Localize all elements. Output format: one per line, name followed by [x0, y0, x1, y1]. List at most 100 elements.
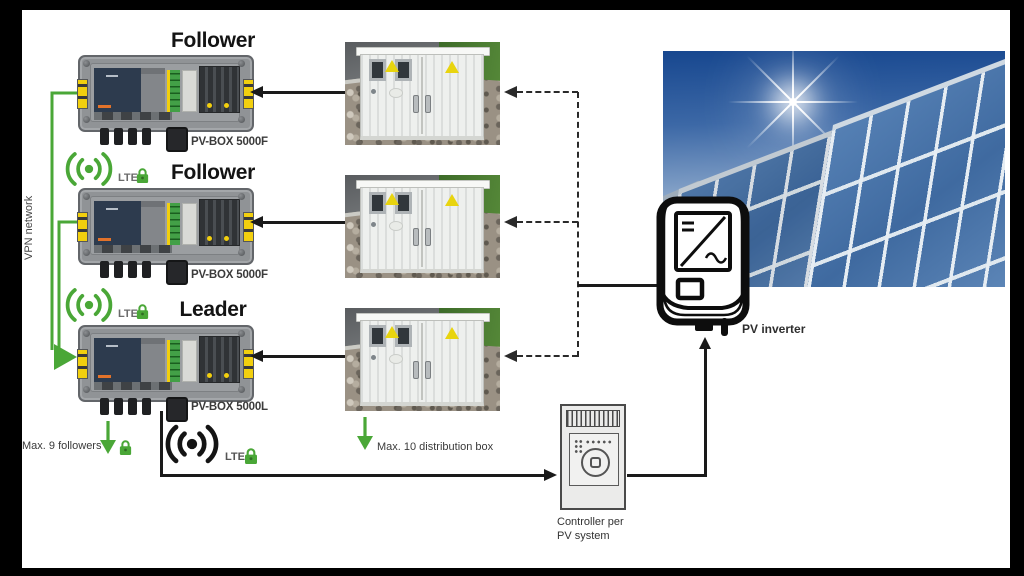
leader-to-controller-wire — [160, 474, 545, 477]
lte-label-1: LTE — [118, 172, 138, 184]
corner-screw — [238, 386, 245, 393]
door-handle — [413, 228, 419, 246]
cable-gland — [128, 128, 137, 145]
distribution-box-photo-2 — [345, 175, 500, 278]
distribution-cabinet — [356, 313, 490, 407]
door-handle — [425, 95, 431, 113]
led-row — [585, 440, 612, 444]
distribution-cabinet — [356, 180, 490, 274]
cable-gland — [100, 398, 109, 415]
lte-signal-icon — [65, 288, 113, 322]
model-label-1: PV-BOX 5000F — [191, 136, 268, 148]
side-connector-left — [77, 349, 88, 379]
led-grid — [574, 439, 583, 454]
side-connector-left — [77, 212, 88, 242]
corner-screw — [238, 193, 245, 200]
port-row — [94, 382, 172, 390]
distribution-cabinet — [356, 47, 490, 141]
corner-screw — [238, 330, 245, 337]
cable-gland — [114, 398, 123, 415]
pv-inverter-icon — [656, 196, 750, 336]
vpn-network-label: VPN network — [23, 195, 35, 260]
logo-accent — [98, 375, 111, 378]
cable-gland — [128, 398, 137, 415]
padlock-icon — [245, 448, 257, 464]
brand-logo — [106, 75, 118, 77]
green-down-arrow-icon — [100, 421, 116, 454]
vpn-bracket-lines — [50, 91, 77, 370]
wire — [262, 355, 345, 358]
dashed-bus — [577, 92, 579, 357]
brand-logo — [106, 208, 118, 210]
io-module — [141, 338, 165, 382]
io-module — [141, 68, 165, 112]
controller-front-panel — [569, 433, 619, 486]
padlock-icon — [136, 168, 149, 183]
distribution-box-photo-3 — [345, 308, 500, 411]
dial-center — [590, 457, 601, 468]
door-handle — [413, 361, 419, 379]
controller-device — [560, 404, 626, 510]
dashed-wire — [517, 355, 578, 357]
corner-screw — [83, 386, 90, 393]
warning-triangle-icon — [445, 194, 459, 206]
padlock-icon — [119, 440, 132, 455]
heatsink-module — [199, 199, 240, 246]
cabinet-body — [360, 54, 484, 140]
logo-accent — [98, 238, 111, 241]
cabinet-knob — [371, 89, 376, 94]
port-row — [94, 245, 172, 253]
connector-dot — [207, 103, 212, 108]
device-title-follower-2: Follower — [171, 161, 255, 184]
meter-window — [369, 192, 386, 214]
controller-label-line1: Controller per — [557, 516, 624, 528]
wire — [262, 91, 345, 94]
terminal-blocks — [167, 340, 180, 382]
connector-dot — [207, 236, 212, 241]
cabinet-knob — [371, 222, 376, 227]
pv-box-device-leader — [77, 325, 254, 422]
cable-gland — [142, 398, 151, 415]
vpn-arrowhead-icon — [54, 344, 77, 370]
corner-screw — [238, 249, 245, 256]
arrow-to-pvbox-3 — [250, 350, 263, 362]
cabinet-body — [360, 320, 484, 406]
router-module — [94, 338, 141, 382]
door-seam — [421, 323, 423, 400]
vent-slots — [566, 410, 620, 427]
lte-label-3: LTE — [225, 451, 245, 463]
corner-screw — [83, 116, 90, 123]
door-handle — [425, 228, 431, 246]
port-row — [94, 112, 172, 120]
door-seam — [421, 57, 423, 134]
router-module — [94, 68, 141, 112]
controller-label: Controller per PV system — [557, 515, 624, 544]
io-module — [141, 201, 165, 245]
dashed-wire — [517, 91, 578, 93]
cabinet-knockout — [389, 354, 403, 364]
cabinet-knockout — [389, 221, 403, 231]
cable-gland — [142, 261, 151, 278]
lte-label-2: LTE — [118, 308, 138, 320]
dashed-wire — [517, 221, 578, 223]
cable-gland — [114, 261, 123, 278]
arrow-to-pvbox-1 — [250, 86, 263, 98]
meter-window — [369, 325, 386, 347]
model-label-3: PV-BOX 5000L — [191, 401, 268, 413]
model-label-2: PV-BOX 5000F — [191, 269, 268, 281]
controller-label-line2: PV system — [557, 530, 610, 543]
cabinet-body — [360, 187, 484, 273]
dashed-arrowhead — [504, 350, 517, 362]
max-distribution-note: Max. 10 distribution box — [377, 441, 494, 453]
cabinet-knob — [371, 355, 376, 360]
corner-screw — [83, 60, 90, 67]
logo-accent — [98, 105, 111, 108]
terminal-blocks — [167, 70, 180, 112]
sun — [789, 98, 797, 106]
main-cable-gland — [166, 260, 188, 285]
controller-to-inverter-wire — [704, 348, 707, 477]
side-connector-left — [77, 79, 88, 109]
corner-screw — [238, 60, 245, 67]
meter-window — [369, 59, 386, 81]
cable-gland — [142, 128, 151, 145]
